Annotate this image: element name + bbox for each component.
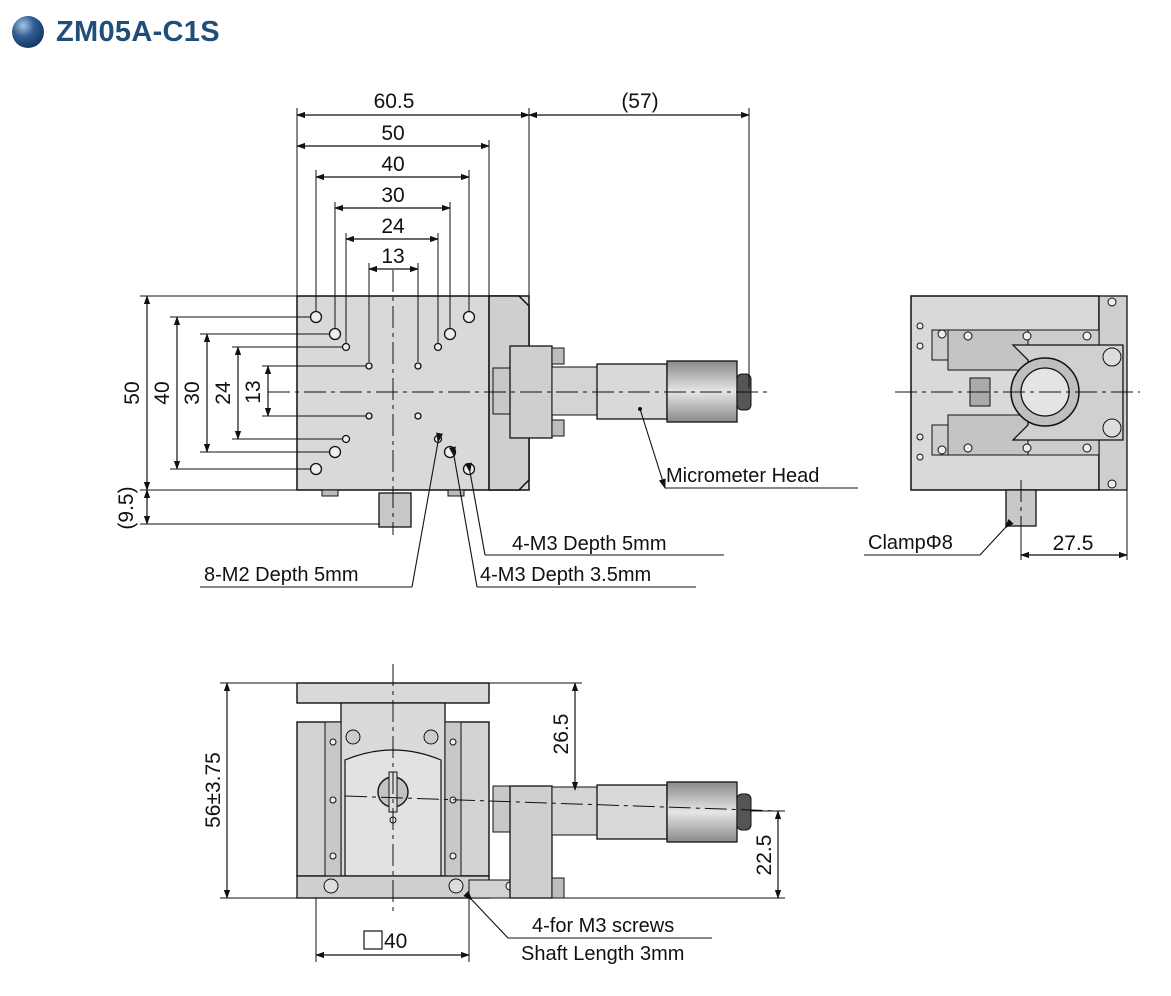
clamp-label: ClampΦ8 (868, 532, 953, 554)
bullet-icon (12, 16, 44, 48)
page-title: ZM05A-C1S (56, 15, 220, 48)
dimension-lines-top (143, 111, 750, 525)
dim-50-h: 50 (381, 122, 404, 145)
title-bar: ZM05A-C1S (10, 12, 220, 52)
dim-30-v: 30 (181, 381, 204, 404)
m2-depth-5-label: 8-M2 Depth 5mm (204, 564, 359, 586)
extension-lines-top (140, 108, 750, 525)
dim-27-5: 27.5 (1053, 532, 1094, 555)
dim-13-v: 13 (242, 380, 265, 403)
dim-40-square: 40 (384, 930, 407, 953)
dim-57: (57) (621, 90, 658, 113)
dim-30-h: 30 (381, 184, 404, 207)
dim-40-h: 40 (381, 153, 404, 176)
dim-13-h: 13 (381, 245, 404, 268)
side-view: 27.5 ClampΦ8 (864, 295, 1140, 560)
dim-50-v: 50 (121, 381, 144, 404)
m3-depth-5-label: 4-M3 Depth 5mm (512, 533, 667, 555)
top-view: 60.5 (57) 50 40 30 24 13 50 40 30 24 13 … (115, 90, 858, 588)
m3-depth-3-5-label: 4-M3 Depth 3.5mm (480, 564, 651, 586)
front-view: 56±3.75 26.5 22.5 40 4-for M3 screws Sha… (202, 664, 785, 965)
shaft-label: Shaft Length 3mm (521, 943, 684, 965)
micrometer-head-label: Micrometer Head (666, 465, 819, 487)
dim-9-5: (9.5) (115, 486, 138, 529)
dim-56: 56±3.75 (202, 752, 225, 828)
dim-60-5: 60.5 (374, 90, 415, 113)
dim-26-5: 26.5 (550, 714, 573, 755)
dim-24-h: 24 (381, 215, 405, 238)
dimension-labels-top: 60.5 (57) 50 40 30 24 13 50 40 30 24 13 … (115, 90, 659, 530)
centerlines-top (268, 270, 770, 535)
dim-40-v: 40 (151, 381, 174, 404)
dim-24-v: 24 (212, 381, 235, 405)
square-symbol-icon (363, 930, 383, 950)
dim-22-5: 22.5 (753, 835, 776, 876)
leaders-top (200, 408, 858, 588)
screws-label: 4-for M3 screws (532, 915, 674, 937)
